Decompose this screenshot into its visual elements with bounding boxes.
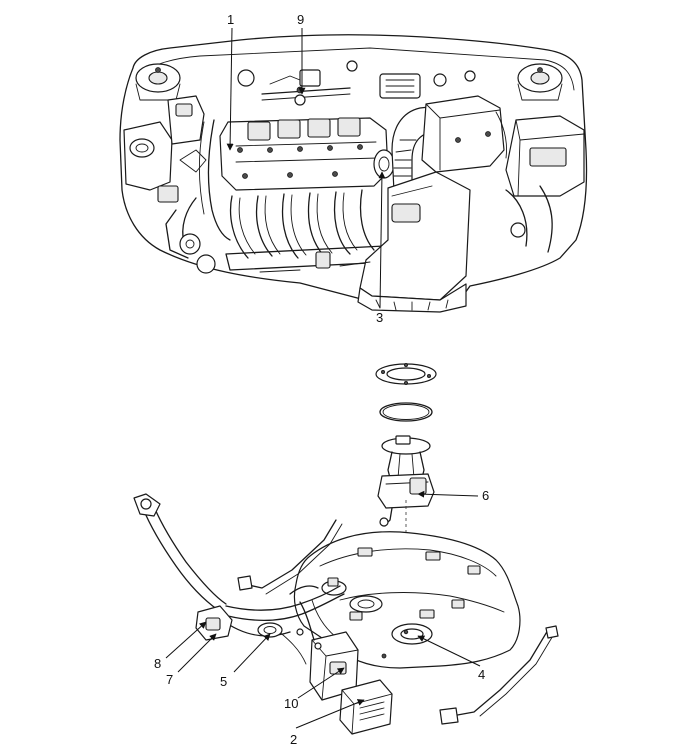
canister-close-valve — [339, 679, 393, 735]
vapor-hose-clamp — [257, 622, 283, 638]
fuel-tank-air-filter — [195, 605, 233, 641]
callout-9: 9 — [297, 12, 304, 27]
fuel-tank — [293, 531, 521, 669]
tank-strap-left — [237, 519, 343, 595]
callout-3: 3 — [376, 310, 383, 325]
callout-7: 7 — [166, 672, 173, 687]
callout-5: 5 — [220, 674, 227, 689]
callout-10: 10 — [284, 696, 298, 711]
tank-strap-right — [439, 625, 559, 725]
callout-2: 2 — [290, 732, 297, 747]
callout-labels: 1 9 3 6 4 5 8 7 10 2 — [154, 12, 489, 747]
callout-4: 4 — [478, 667, 485, 682]
filler-and-vapor-hoses — [133, 493, 345, 665]
callout-6: 6 — [482, 488, 489, 503]
fuel-pump-lock-ring — [375, 362, 437, 385]
ignition-coils — [247, 117, 361, 141]
fuel-pump-gasket — [379, 402, 433, 422]
left-strut-tower — [135, 63, 181, 101]
callout-1: 1 — [227, 12, 234, 27]
air-cleaner-box — [421, 95, 505, 173]
callout-leaders — [165, 27, 481, 729]
fuel-pump-assembly — [377, 435, 435, 527]
engine-bay-illustration — [119, 34, 588, 313]
right-strut-tower — [517, 63, 563, 101]
callout-8: 8 — [154, 656, 161, 671]
intake-manifold — [225, 189, 391, 271]
